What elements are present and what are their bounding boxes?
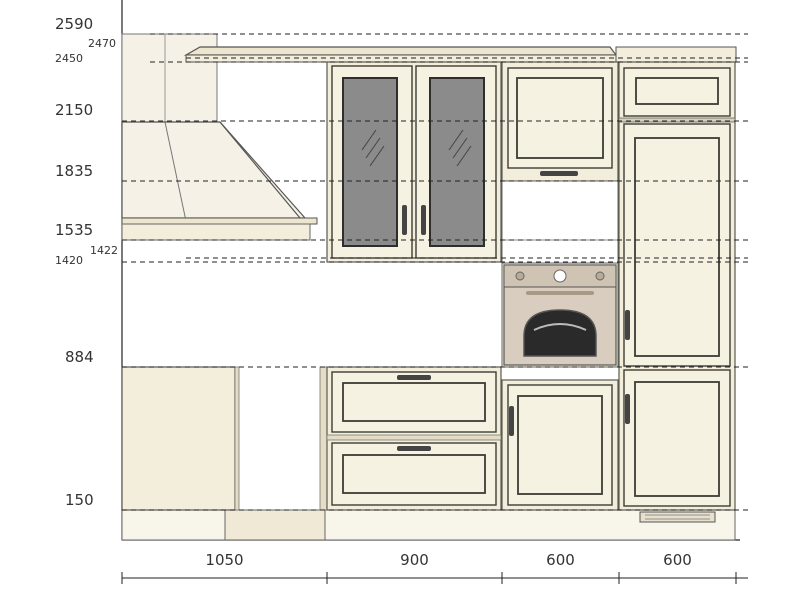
plinth-corner-block: [224, 509, 326, 541]
height-levels: 2590 2470 2450 2150 1835 1535 1422 1420 884 150: [55, 15, 748, 511]
level-label-150: 150: [65, 491, 94, 509]
level-label-2470: 2470: [88, 37, 116, 50]
width-dimensions: 1050 900 600 600: [121, 551, 748, 584]
base-cabinet-left: [121, 366, 328, 511]
level-label-2450: 2450: [55, 52, 83, 65]
oven-knob-left: [515, 271, 525, 281]
base-cabinet-under-oven: [501, 379, 619, 511]
plinth-strip: [121, 509, 736, 541]
level-label-1535: 1535: [55, 221, 93, 239]
extractor-hood: [121, 33, 318, 241]
width-label-3: 600: [663, 551, 692, 569]
drawer-base-unit: [326, 366, 502, 511]
oven-window: [523, 309, 597, 357]
width-label-0: 1050: [205, 551, 243, 569]
width-label-2: 600: [546, 551, 575, 569]
level-label-2590: 2590: [55, 15, 93, 33]
level-label-2150: 2150: [55, 101, 93, 119]
level-label-1420: 1420: [55, 254, 83, 267]
tall-cabinet-vent-grille: [639, 511, 716, 523]
oven-knob-right: [595, 271, 605, 281]
level-label-884: 884: [65, 348, 94, 366]
top-cornice: [183, 46, 737, 63]
width-label-1: 900: [400, 551, 429, 569]
tall-cabinet: [618, 61, 736, 523]
level-label-1422: 1422: [90, 244, 118, 257]
built-in-oven: [503, 264, 617, 366]
oven-knob-dial: [553, 269, 567, 283]
glass-wall-cabinet: [326, 61, 502, 263]
level-label-1835: 1835: [55, 162, 93, 180]
